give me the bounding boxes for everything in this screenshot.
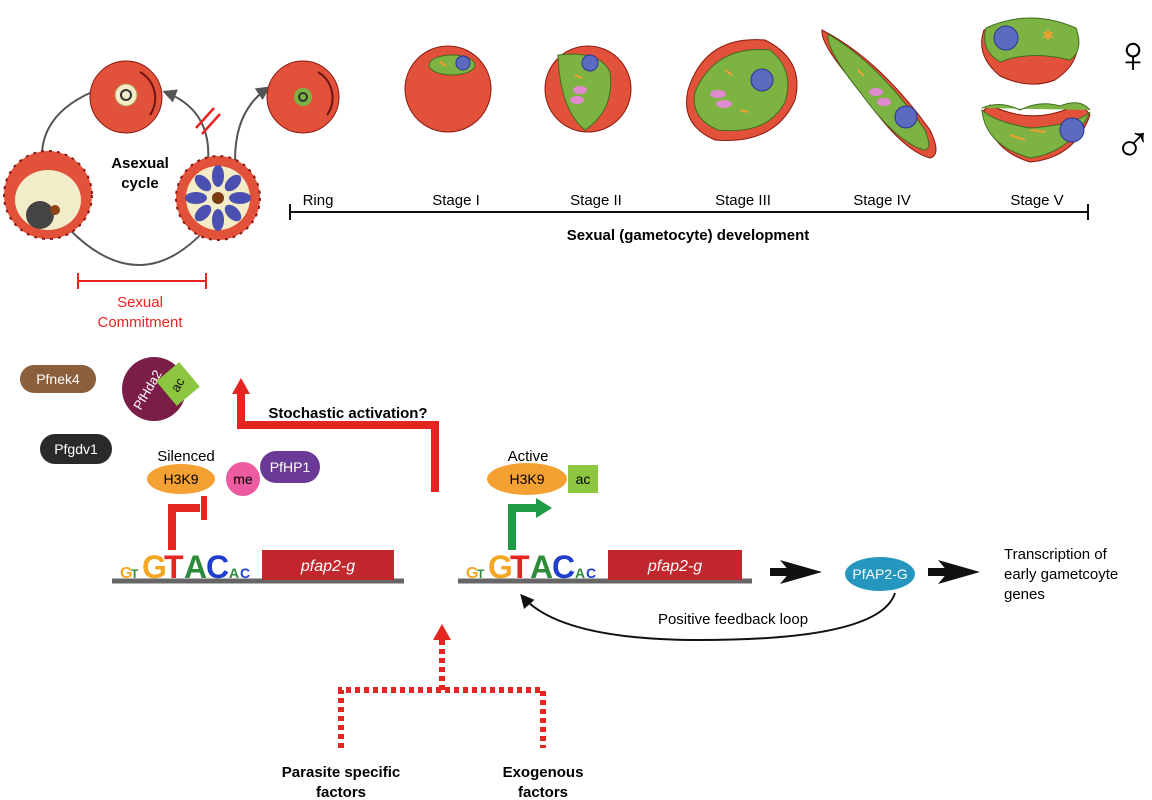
sexual-commitment-label-1: Sexual [117,294,163,311]
feedback-label: Positive feedback loop [658,611,808,628]
cycle-arrow-right [162,89,210,163]
gametocyte-stage-4 [821,29,937,159]
svg-text:C: C [206,549,229,585]
factors-arrowhead [433,624,451,640]
cycle-arrow-bottom [69,229,206,266]
stage-label: Ring [303,192,334,209]
sexual-commitment: Sexual Commitment [77,273,207,331]
svg-text:early gametcoyte: early gametcoyte [1004,566,1118,583]
svg-text:pfap2-g: pfap2-g [300,558,355,575]
cycle-arrow-left [40,91,93,161]
gtac-motif: G T G T A C A C [466,549,596,585]
stage-labels: Ring Stage I Stage II Stage III Stage IV… [303,192,1064,209]
svg-text:genes: genes [1004,586,1045,603]
positive-feedback-loop: Positive feedback loop [520,592,896,642]
svg-text:C: C [552,549,575,585]
stage-label: Stage IV [853,192,911,209]
pfhda2-complex: PfHda2 ac [122,357,200,421]
pfap2g-gene-active [608,550,742,580]
svg-text:H3K9: H3K9 [163,471,198,487]
silenced-locus: Silenced H3K9 me PfHP1 G T G T A C A C p… [112,448,404,585]
svg-text:G: G [488,549,513,585]
stage-label: Stage I [432,192,480,209]
asexual-cycle-label-2: cycle [121,175,159,192]
svg-text:G: G [120,565,132,582]
svg-text:factors: factors [518,784,568,800]
svg-text:PfAP2-G: PfAP2-G [852,566,907,582]
factors-bracket [338,640,546,748]
active-label: Active [508,448,549,465]
pfhp1-protein [260,451,320,483]
svg-text:T: T [477,567,485,581]
svg-text:Parasite specific: Parasite specific [282,764,400,781]
male-symbol: ♂ [1114,114,1152,172]
svg-text:Transcription of: Transcription of [1004,546,1108,563]
svg-text:T: T [510,549,530,585]
svg-text:A: A [184,549,207,585]
rbc-schizont [175,155,261,241]
exogenous-factors: Exogenous factors [503,764,584,800]
sexual-commitment-label-2: Commitment [97,314,183,331]
svg-text:A: A [575,565,585,581]
svg-text:PfHP1: PfHP1 [270,459,311,475]
svg-text:Pfgdv1: Pfgdv1 [54,441,98,457]
female-symbol: ♀ [1114,26,1152,84]
development-label: Sexual (gametocyte) development [567,227,810,244]
development-scale-bar [289,204,1089,220]
svg-text:Pfnek4: Pfnek4 [36,371,80,387]
stochastic-activation: Stochastic activation? [232,378,439,492]
stochastic-label: Stochastic activation? [268,405,427,422]
svg-text:ac: ac [576,471,591,487]
gametocyte-stages: ✱ ♀ ♂ [266,17,1152,172]
rbc-ring-asexual [89,60,163,134]
svg-text:G: G [466,565,478,582]
stage-label: Stage III [715,192,771,209]
asexual-cycle: Asexual cycle [3,60,271,266]
gametocyte-stage-5-female: ✱ [981,17,1080,85]
pfnek4-factor: Pfnek4 [20,365,96,393]
svg-text:H3K9: H3K9 [509,471,544,487]
h3k9-active [487,463,567,495]
stage-label: Stage V [1010,192,1063,209]
expression-arrows [770,560,980,584]
parasite-specific-factors: Parasite specific factors [282,764,400,800]
svg-text:T: T [131,567,139,581]
h3k9-silenced [147,464,215,494]
rbc-ring-sexual [266,60,340,134]
svg-text:T: T [164,549,184,585]
rbc-trophozoite [3,150,93,240]
pfgdv1-factor: Pfgdv1 [40,434,112,464]
active-locus: Active H3K9 ac G T G T A C A C pfap2-g [458,448,752,585]
commitment-break-mark [195,107,221,135]
active-promoter-arrow [508,504,538,550]
svg-text:pfap2-g: pfap2-g [647,558,702,575]
svg-text:me: me [233,471,253,487]
svg-text:A: A [229,565,239,581]
gametocyte-stage-2 [544,45,632,133]
transcription-label: Transcription of early gametcoyte genes [1004,546,1118,603]
arrow-to-sexual-ring [234,86,271,161]
pfap2g-protein: PfAP2-G [845,557,915,591]
svg-text:✱: ✱ [1042,27,1054,43]
svg-text:A: A [530,549,553,585]
pfap2g-gene-silenced [262,550,394,580]
svg-text:C: C [586,565,596,581]
silenced-promoter-symbol [168,504,200,550]
asexual-cycle-label-1: Asexual [111,155,169,172]
methyl-mark [226,462,260,496]
gtac-motif: G T G T A C A C [120,549,250,585]
svg-text:factors: factors [316,784,366,800]
gametocyte-stage-5-male [981,102,1091,163]
stage-label: Stage II [570,192,622,209]
gametocyte-stage-1 [404,45,492,133]
gametocyte-stage-3 [686,39,798,141]
svg-text:C: C [240,565,250,581]
silenced-label: Silenced [157,448,215,465]
acetyl-mark [568,465,598,493]
svg-text:G: G [142,549,167,585]
svg-text:Exogenous: Exogenous [503,764,584,781]
